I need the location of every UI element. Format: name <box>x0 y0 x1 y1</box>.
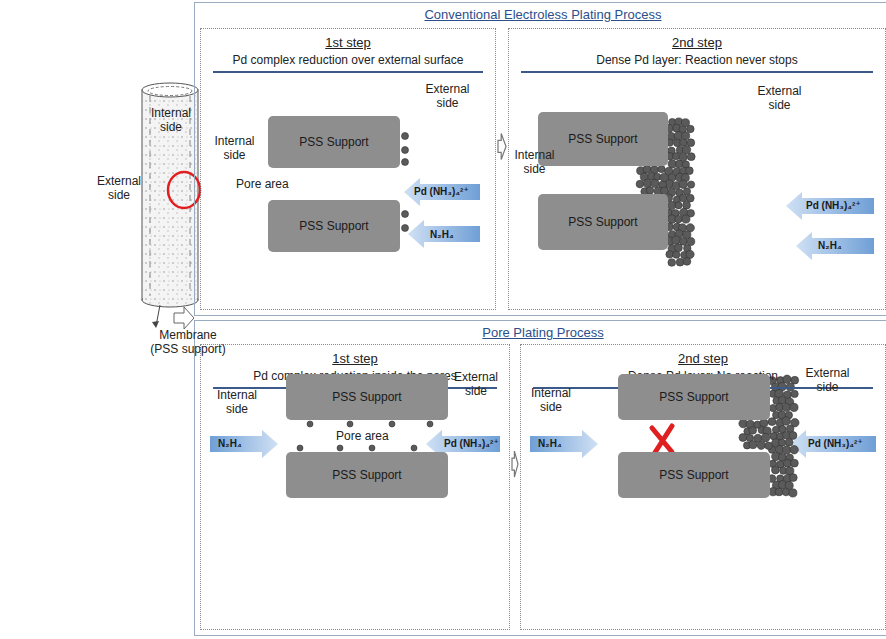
step-panel: 2nd stepDense Pd layer: Reaction never s… <box>508 28 886 310</box>
reagent-arrows <box>210 178 876 458</box>
reagent-label: N₂H₄ <box>818 239 842 253</box>
block-label: PSS Support <box>299 135 368 149</box>
side-label: External side <box>96 174 142 202</box>
support-block: PSS Support <box>268 116 400 168</box>
pd-particles <box>297 118 799 497</box>
block-label: PSS Support <box>299 219 368 233</box>
block-label: PSS Support <box>568 215 637 229</box>
process-panel: Pore Plating Process 1st stepPd complex r… <box>194 320 886 636</box>
block-label: PSS Support <box>659 390 728 404</box>
reagent-label: Pd (NH₃)₄²⁺ <box>444 437 499 451</box>
membrane-cylinder <box>142 83 200 307</box>
side-label: Membrane (PSS support) <box>148 328 228 356</box>
zoom-arrow <box>174 307 194 329</box>
support-block: PSS Support <box>268 200 400 252</box>
side-label: Internal side <box>512 148 557 176</box>
step-heading: 2nd step <box>509 29 885 50</box>
step-panel: 1st stepPd complex reduction inside the … <box>200 344 510 630</box>
pointer-head <box>152 321 159 328</box>
support-block: PSS Support <box>618 452 770 498</box>
reagent-label: N₂H₄ <box>218 437 242 451</box>
reagent-label: Pd (NH₃)₄²⁺ <box>808 437 863 451</box>
side-label: External side <box>420 82 475 110</box>
side-label: Internal side <box>214 388 260 416</box>
step-arrow <box>512 451 518 477</box>
step-heading: 2nd step <box>521 345 885 366</box>
reagent-label: Pd (NH₃)₄²⁺ <box>806 199 861 213</box>
no-reaction-cross <box>652 426 672 454</box>
side-label: Internal side <box>146 106 196 134</box>
step-description: Dense Pd layer: Reaction never stops <box>521 53 873 73</box>
step-panel: 1st step Pd complex reduction over extern… <box>200 28 496 310</box>
reagent-label: Pd (NH₃)₄²⁺ <box>414 185 469 199</box>
panel-title: Conventional Electroless Plating Process <box>195 3 886 22</box>
side-label: Internal side <box>528 386 574 414</box>
block-label: PSS Support <box>332 390 401 404</box>
panel-title: Pore Plating Process <box>195 321 886 340</box>
support-block: PSS Support <box>538 112 668 166</box>
step-description: Pd complex reduction over external surfa… <box>213 53 483 73</box>
block-label: PSS Support <box>568 132 637 146</box>
side-label: Pore area <box>236 177 289 191</box>
side-label: Internal side <box>212 134 257 162</box>
side-label: Pore area <box>336 429 389 443</box>
side-label: External side <box>752 84 807 112</box>
step-heading: 1st step <box>201 345 509 366</box>
support-block: PSS Support <box>286 452 448 498</box>
step-arrow <box>498 133 506 159</box>
block-label: PSS Support <box>659 468 728 482</box>
side-label: External side <box>452 370 500 398</box>
support-block: PSS Support <box>286 374 448 420</box>
support-block: PSS Support <box>538 194 668 250</box>
reagent-label: N₂H₄ <box>538 437 562 451</box>
reagent-label: N₂H₄ <box>430 228 454 242</box>
step-heading: 1st step <box>201 29 495 50</box>
side-label: External side <box>800 366 855 394</box>
block-label: PSS Support <box>332 468 401 482</box>
support-block: PSS Support <box>618 374 770 420</box>
